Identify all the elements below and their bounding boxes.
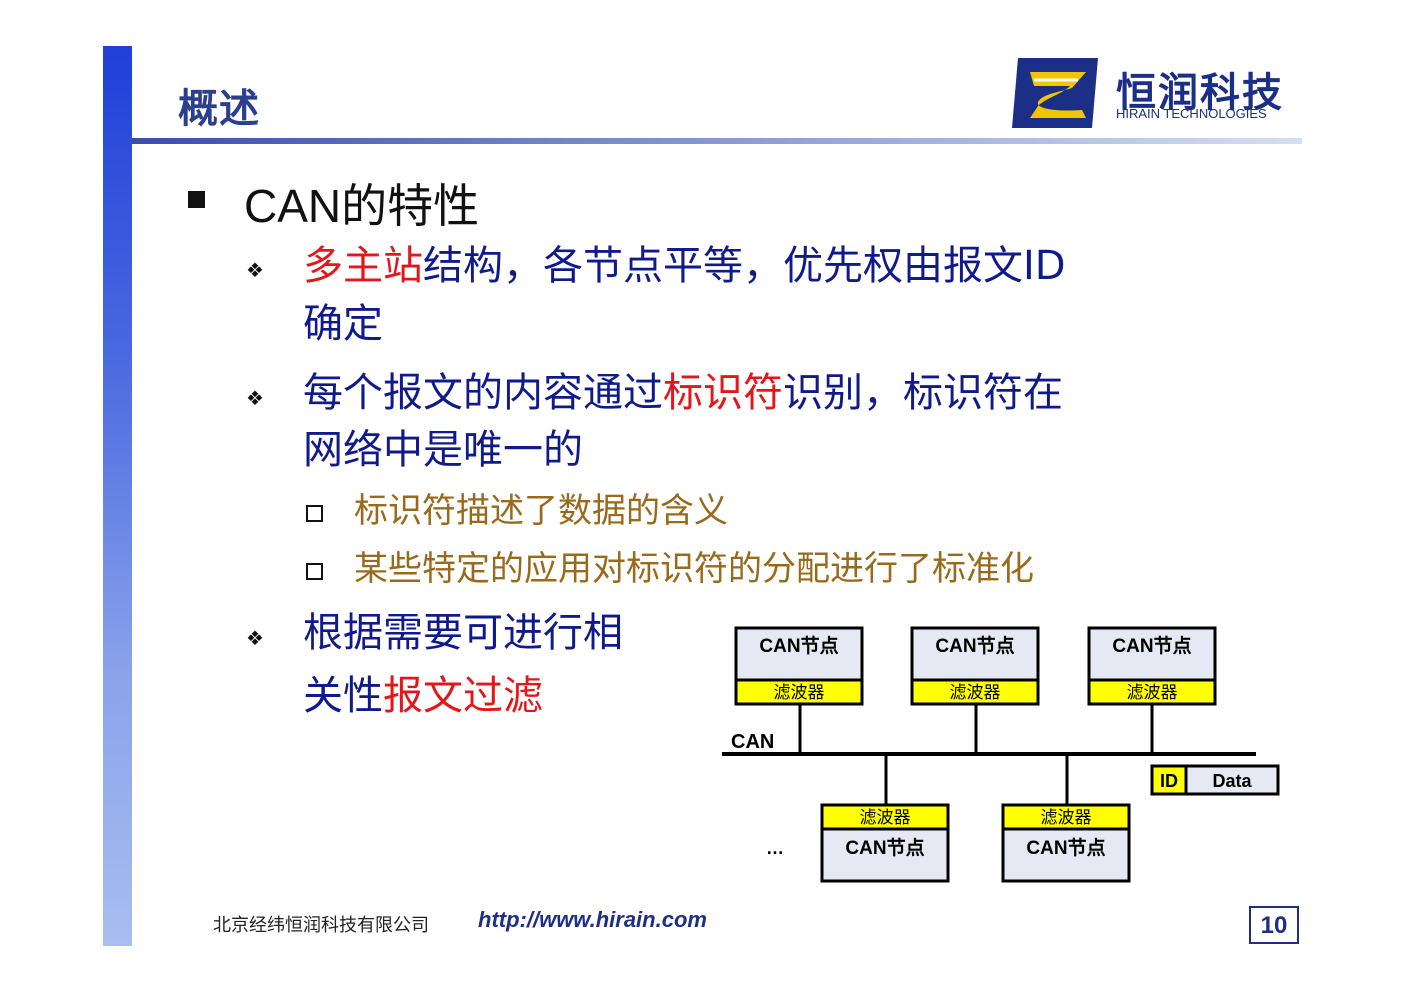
lower-node-1: 滤波器 CAN节点 <box>820 754 950 883</box>
diamond-bullet-icon: ❖ <box>246 626 264 650</box>
frame-id-label: ID <box>1160 771 1178 791</box>
logo-chinese-name: 恒润科技 <box>1116 70 1284 116</box>
node-box <box>1001 827 1131 883</box>
text-segment: 多主站 <box>303 243 423 289</box>
checkbox-bullet-icon <box>306 563 323 580</box>
square-bullet-icon <box>188 191 205 208</box>
sub-bullet-1: 标识符描述了数据的含义 <box>354 491 728 531</box>
heading-text: CAN的特性 <box>244 180 480 232</box>
ellipsis-label: … <box>766 838 784 858</box>
node-box <box>820 827 950 883</box>
bullet-1-line-1: 多主站结构，各节点平等，优先权由报文ID <box>303 242 1066 290</box>
footer-url-link[interactable]: http://www.hirain.com <box>478 907 707 932</box>
title-underline <box>132 138 1302 144</box>
hirain-logo-icon <box>1012 58 1098 128</box>
filter-label: 滤波器 <box>860 808 911 827</box>
upper-node-3: CAN节点 滤波器 <box>1087 626 1217 754</box>
node-box <box>734 626 864 682</box>
text-segment: 确定 <box>303 301 383 347</box>
text-segment: 网络中是唯一的 <box>303 427 583 473</box>
diamond-bullet-icon: ❖ <box>246 386 264 410</box>
checkbox-bullet-icon <box>306 505 323 522</box>
message-frame: ID Data <box>1150 764 1280 796</box>
diamond-bullet-icon: ❖ <box>246 258 264 282</box>
upper-node-1: CAN节点 滤波器 <box>734 626 864 754</box>
filter-label: 滤波器 <box>1041 808 1092 827</box>
filter-label: 滤波器 <box>950 683 1001 702</box>
text-segment: 报文过滤 <box>383 673 543 719</box>
text-segment: 结构，各节点平等，优先权由报文ID <box>423 243 1066 289</box>
frame-data-label: Data <box>1212 771 1252 791</box>
frame-id-box <box>1150 764 1188 796</box>
node-box <box>910 626 1040 682</box>
logo-english-name: HIRAIN TECHNOLOGIES <box>1116 106 1267 121</box>
lower-node-2: 滤波器 CAN节点 <box>1001 754 1131 883</box>
filter-label: 滤波器 <box>1127 683 1178 702</box>
company-logo: 恒润科技 HIRAIN TECHNOLOGIES <box>1012 58 1302 128</box>
node-label: CAN节点 <box>759 635 838 657</box>
can-bus-diagram: CAN CAN节点 滤波器 CAN节点 滤波器 CAN节点 滤波器 滤波器 CA… <box>722 626 1280 883</box>
node-box <box>1087 626 1217 682</box>
page-number: 10 <box>1249 906 1299 944</box>
text-segment: 标识符 <box>663 370 783 416</box>
text-segment: 关性 <box>303 673 383 719</box>
bullet-3-line-2: 关性报文过滤 <box>303 672 543 720</box>
filter-box <box>734 678 864 706</box>
bus-label: CAN <box>731 731 774 753</box>
bullet-2-line-2: 网络中是唯一的 <box>303 426 583 474</box>
node-label: CAN节点 <box>845 837 924 859</box>
filter-box <box>910 678 1040 706</box>
sub-bullet-2: 某些特定的应用对标识符的分配进行了标准化 <box>354 549 1034 589</box>
left-accent-bar <box>103 46 132 946</box>
text-segment: 根据需要可进行相 <box>303 610 623 656</box>
filter-box <box>820 803 950 831</box>
node-label: CAN节点 <box>1112 635 1191 657</box>
node-label: CAN节点 <box>1026 837 1105 859</box>
upper-node-2: CAN节点 滤波器 <box>910 626 1040 754</box>
bullet-3-line-1: 根据需要可进行相 <box>303 609 623 657</box>
text-segment: 识别，标识符在 <box>783 370 1063 416</box>
text-segment: 每个报文的内容通过 <box>303 370 663 416</box>
bullet-1-line-2: 确定 <box>303 300 383 348</box>
node-label: CAN节点 <box>935 635 1014 657</box>
bullet-2-line-1: 每个报文的内容通过标识符识别，标识符在 <box>303 369 1063 417</box>
footer-company: 北京经纬恒润科技有限公司 <box>213 915 429 936</box>
filter-label: 滤波器 <box>774 683 825 702</box>
slide-title: 概述 <box>178 86 260 132</box>
filter-box <box>1087 678 1217 706</box>
